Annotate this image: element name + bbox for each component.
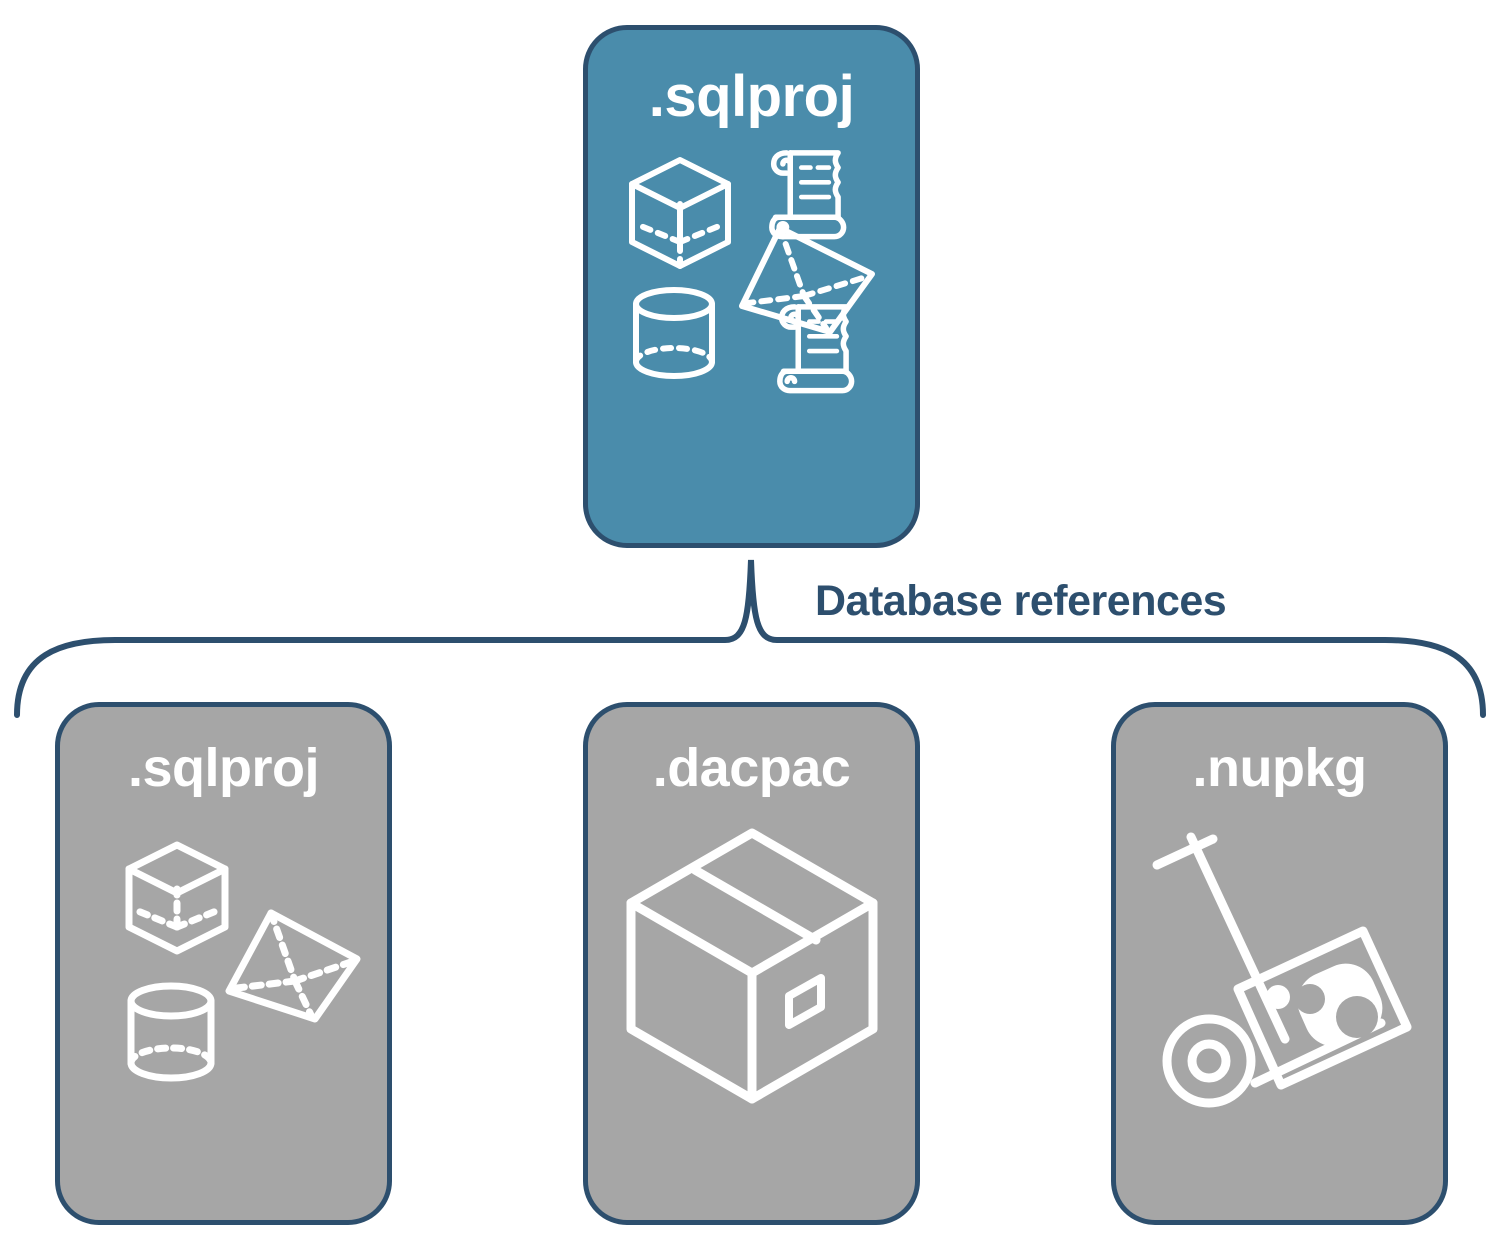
node-leaf-sqlproj[interactable]: .sqlproj [55, 702, 392, 1225]
node-leaf-nupkg-artwork [1135, 821, 1425, 1111]
wireframe-cube-icon [628, 157, 731, 269]
node-leaf-sqlproj-artwork [79, 821, 369, 1111]
wireframe-pyramid-icon [225, 909, 360, 1023]
wireframe-cylinder-icon [127, 982, 214, 1082]
node-leaf-dacpac-label: .dacpac [652, 738, 851, 798]
nuget-hand-truck-icon [1152, 832, 1411, 1108]
package-box-icon [626, 828, 877, 1104]
node-leaf-nupkg-label: .nupkg [1192, 738, 1367, 798]
wireframe-pyramid-icon [738, 225, 875, 335]
wireframe-cube-icon [125, 841, 228, 955]
node-root-artwork [622, 146, 882, 406]
scroll-script-icon-top [768, 150, 846, 240]
connector-label: Database references [815, 577, 1227, 625]
node-leaf-sqlproj-label: .sqlproj [127, 738, 320, 798]
wireframe-cylinder-icon [632, 287, 715, 379]
node-leaf-nupkg[interactable]: .nupkg [1111, 702, 1448, 1225]
node-leaf-dacpac-artwork [607, 821, 897, 1111]
node-root-label: .sqlproj [648, 64, 855, 129]
scroll-script-icon-bottom [776, 304, 854, 394]
node-leaf-dacpac[interactable]: .dacpac [583, 702, 920, 1225]
node-root-sqlproj[interactable]: .sqlproj [583, 25, 920, 548]
